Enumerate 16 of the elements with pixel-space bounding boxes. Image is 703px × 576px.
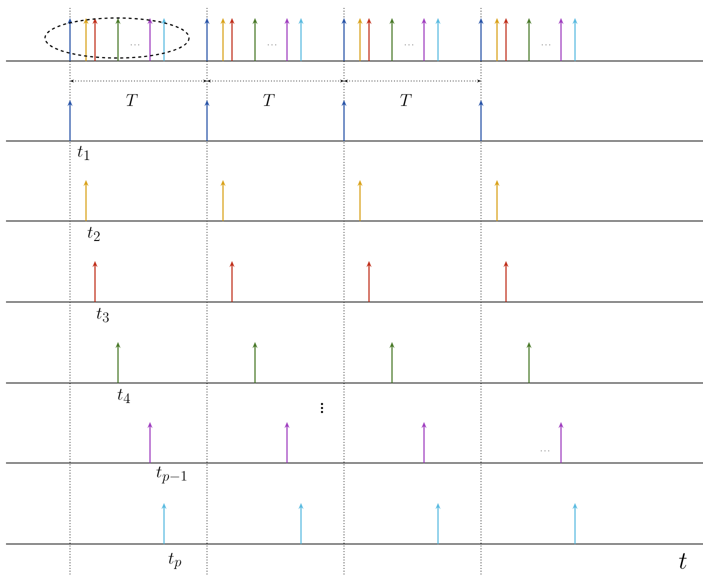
time-label: $t_{p-1}$ xyxy=(156,466,186,484)
time-label: $t_2$ xyxy=(88,226,100,241)
period-label: $T$ xyxy=(400,94,412,106)
ellipsis: $\cdots$ xyxy=(540,450,550,452)
ellipsis: $\cdots$ xyxy=(404,44,414,46)
ellipsis: $\cdots$ xyxy=(542,44,550,46)
ellipsis: $\cdots$ xyxy=(130,44,140,46)
ellipsis: $\cdots$ xyxy=(268,44,276,46)
time-label: $t_4$ xyxy=(118,388,130,403)
time-label: $t_p$ xyxy=(168,552,182,569)
time-label: $t_1$ xyxy=(78,146,90,160)
time-label: $t_3$ xyxy=(96,308,109,322)
period-label: $T$ xyxy=(263,94,275,106)
ellipsis: $\vdots$ xyxy=(320,402,324,414)
period-label: $T$ xyxy=(126,94,138,106)
axis-label: $t$ xyxy=(679,553,687,569)
